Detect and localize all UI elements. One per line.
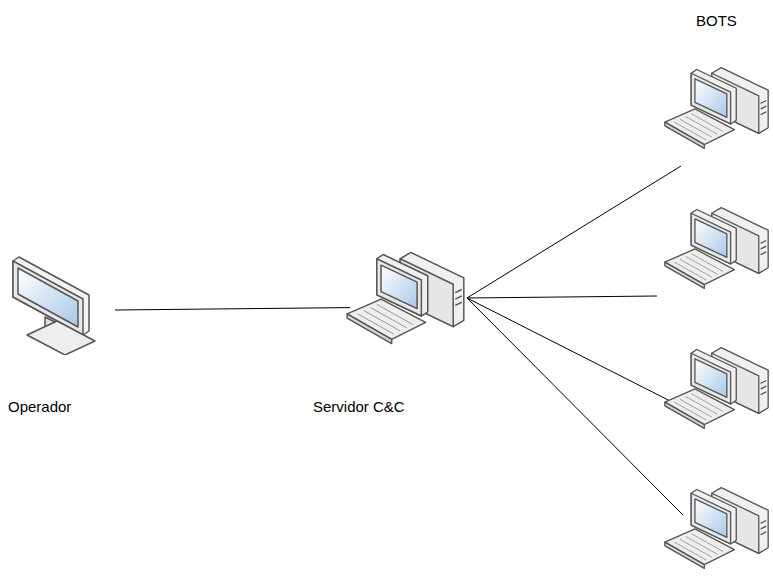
computer-icon bbox=[663, 478, 771, 578]
connector-line bbox=[467, 166, 681, 298]
connector-line bbox=[467, 296, 657, 298]
bot-node: BOTS bbox=[663, 58, 771, 158]
computer-icon bbox=[663, 198, 771, 298]
monitor-icon bbox=[5, 255, 97, 355]
operator-node: Operador bbox=[5, 255, 97, 355]
connector-line bbox=[115, 308, 350, 310]
computer-icon bbox=[663, 338, 771, 438]
computer-icon bbox=[345, 250, 467, 346]
node-label: Operador bbox=[8, 398, 71, 416]
computer-icon bbox=[663, 58, 771, 158]
connector-line bbox=[467, 298, 680, 406]
connector-line bbox=[467, 298, 683, 515]
bot-node bbox=[663, 338, 771, 438]
node-label: Servidor C&C bbox=[313, 398, 405, 416]
bot-node bbox=[663, 478, 771, 578]
bot-node bbox=[663, 198, 771, 298]
node-label: BOTS bbox=[696, 12, 737, 30]
server-node: Servidor C&C bbox=[345, 250, 467, 346]
